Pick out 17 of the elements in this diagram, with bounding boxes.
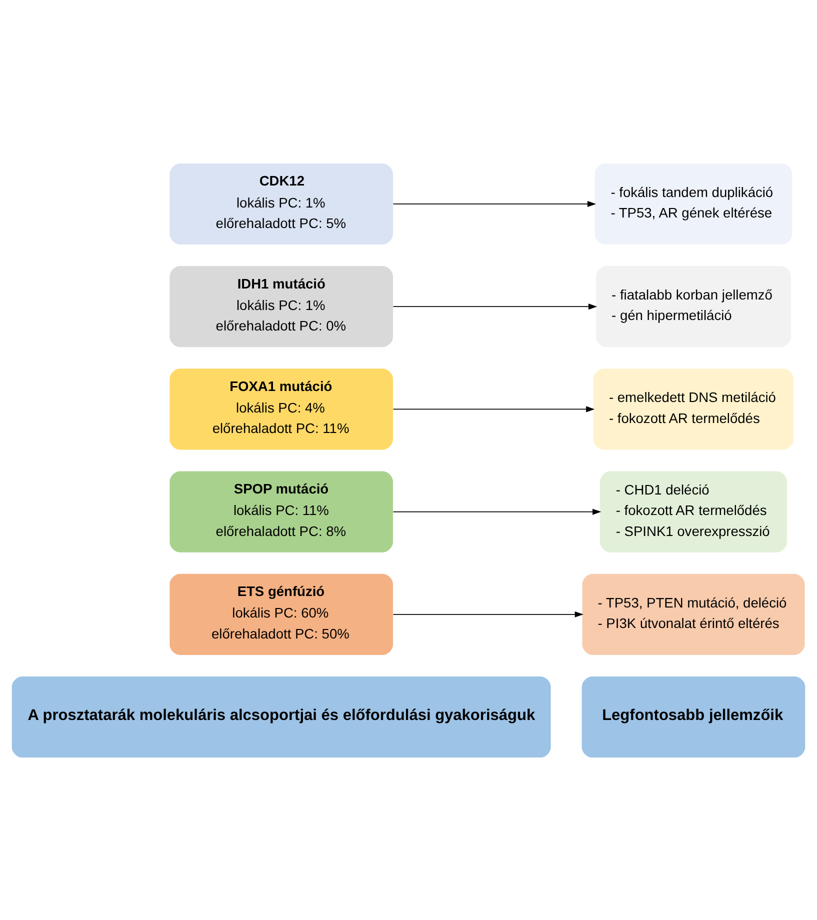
arrow	[392, 508, 602, 514]
node-box: IDH1 mutáció lokális PC: 1% előrehaladott PC: 0%	[170, 266, 393, 347]
node-box: - emelkedett DNS metiláció - fokozott AR termelődés	[593, 368, 794, 450]
node-box: ETS génfúzió lokális PC: 60% előrehaladott PC: 50%	[170, 573, 393, 654]
arrow	[392, 200, 596, 206]
node-box: - fokális tandem duplikáció - TP53, AR gének eltérése	[594, 162, 792, 244]
arrow	[392, 303, 598, 310]
node-box: CDK12 lokális PC: 1% előrehaladott PC: 5%	[170, 162, 393, 244]
node-box: Legfontosabb jellemzőik	[582, 676, 806, 758]
node-box: - CHD1 deléció - fokozott AR termelődés - SPINK1 overexpresszió	[600, 470, 788, 552]
node-box: A prosztatarák molekuláris alcsoportjai és előfordulási gyakoriságuk	[12, 676, 551, 758]
node-box: SPOP mutáció lokális PC: 11% előrehaladott PC: 8%	[170, 470, 393, 552]
node-box: - fiatalabb korban jellemző - gén hipermetiláció	[596, 266, 791, 347]
node-box: - TP53, PTEN mutáció, deléció - PI3K útvonalat érintő eltérés	[582, 573, 805, 654]
arrow	[392, 406, 595, 412]
node-box: FOXA1 mutáció lokális PC: 4% előrehaladott PC: 11%	[170, 368, 393, 450]
arrow	[392, 610, 584, 617]
